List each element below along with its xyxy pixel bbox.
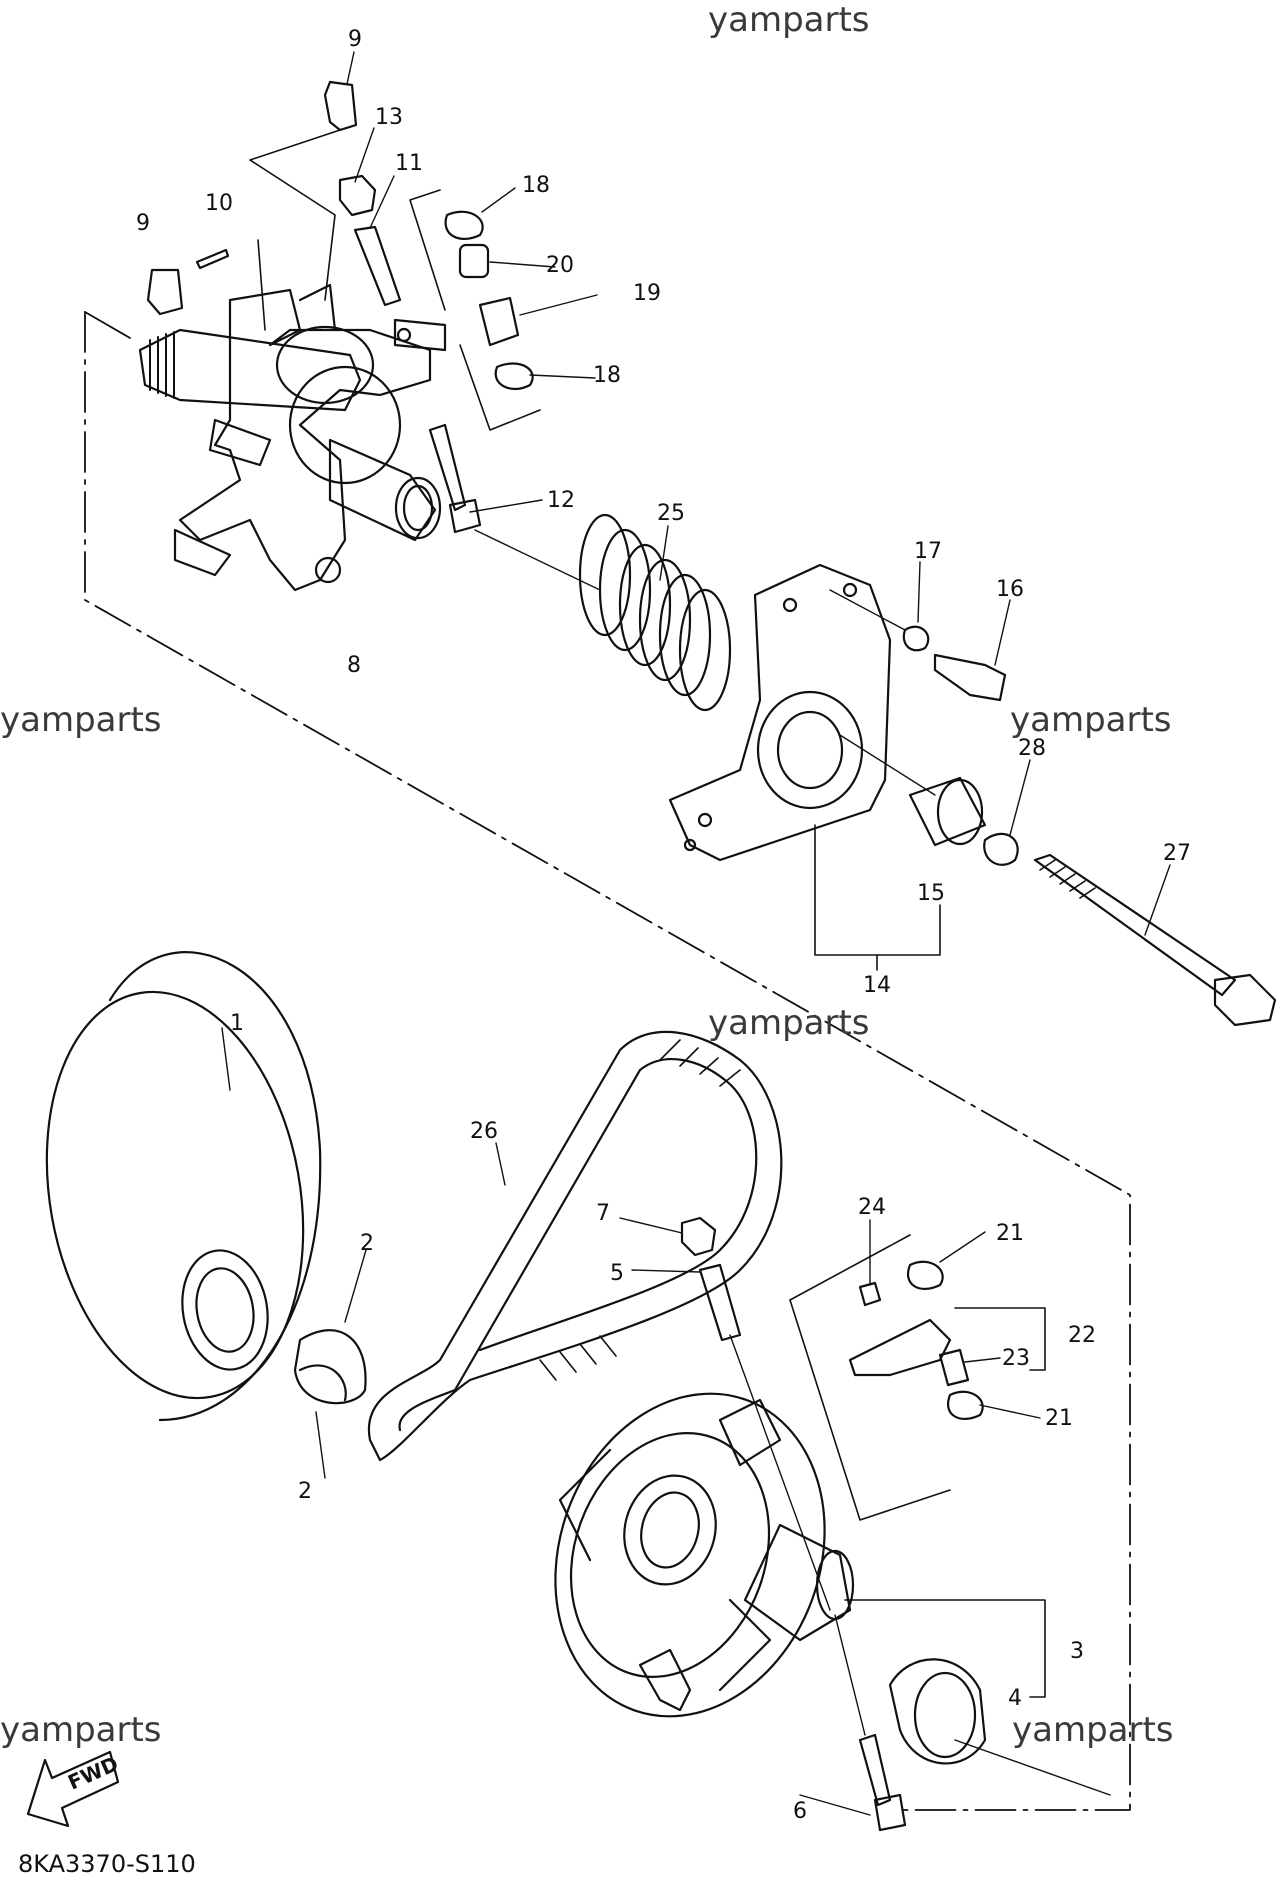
part-label-9: 9	[348, 27, 362, 52]
part-21-washer-bottom	[947, 1390, 984, 1420]
leader-lines	[221, 51, 1171, 1816]
bracket-13-9	[249, 129, 341, 301]
watermark: yamparts	[1010, 700, 1172, 740]
part-label-21: 21	[1045, 1406, 1073, 1431]
part-14-cover	[668, 563, 892, 862]
axis-line-mid	[474, 529, 601, 591]
part-label-10: 10	[205, 191, 233, 216]
fwd-arrow-icon	[26, 1750, 120, 1828]
part-label-12: 12	[547, 488, 575, 513]
part-label-9: 9	[136, 211, 150, 236]
part-label-2: 2	[298, 1479, 312, 1504]
part-label-1: 1	[230, 1011, 244, 1036]
bracket-18-19	[409, 189, 446, 311]
part-13-nut	[338, 174, 377, 217]
bracket-18-lower	[459, 344, 541, 431]
bracket-22	[954, 1307, 1046, 1371]
watermark: yamparts	[0, 1710, 162, 1750]
part-label-7: 7	[596, 1201, 610, 1226]
assembly-outline-top	[84, 311, 131, 339]
part-label-17: 17	[914, 539, 942, 564]
part-5-sleeve	[698, 1263, 742, 1342]
part-label-18: 18	[522, 173, 550, 198]
bracket-10	[257, 239, 266, 331]
part-label-14: 14	[863, 973, 891, 998]
part-label-4: 4	[1008, 1686, 1022, 1711]
part-label-26: 26	[470, 1119, 498, 1144]
part-label-11: 11	[395, 151, 423, 176]
axis-line-bearing	[954, 1739, 1111, 1796]
part-11-sleeve	[353, 225, 402, 307]
part-label-15: 15	[917, 881, 945, 906]
part-label-20: 20	[546, 253, 574, 278]
part-label-13: 13	[375, 105, 403, 130]
part-17-washer	[902, 625, 930, 652]
axis-line-right	[839, 734, 936, 796]
part-label-21: 21	[996, 1221, 1024, 1246]
watermark: yamparts	[0, 700, 162, 740]
part-label-22: 22	[1068, 1323, 1096, 1348]
diagram-code: 8KA3370-S110	[18, 1850, 196, 1878]
assembly-outline	[84, 311, 1131, 1811]
watermark: yamparts	[1012, 1710, 1174, 1750]
part-label-16: 16	[996, 577, 1024, 602]
axis-line-lower	[729, 1334, 831, 1611]
part-numbers: 1 2 2 3 4 5 6 7 8 9 9 10 11 12 13 14 15 …	[136, 27, 1191, 1824]
part-22-shoe	[848, 1318, 952, 1377]
part-label-8: 8	[347, 653, 361, 678]
part-12-bolt	[428, 423, 482, 534]
part-21-washer-top	[907, 1260, 944, 1290]
watermark: yamparts	[708, 0, 870, 40]
part-18-washer-top	[444, 210, 484, 240]
part-label-19: 19	[633, 281, 661, 306]
part-label-5: 5	[610, 1261, 624, 1286]
fwd-label: FWD	[64, 1751, 122, 1794]
bracket-24-21	[789, 1234, 951, 1521]
part-label-6: 6	[793, 1799, 807, 1824]
part-9-slider-top	[323, 80, 358, 132]
part-1-sheave	[45, 951, 322, 1422]
axis-line-6	[834, 1614, 866, 1736]
part-label-3: 3	[1070, 1639, 1084, 1664]
part-4-bearing	[888, 1658, 987, 1765]
part-label-2: 2	[360, 1231, 374, 1256]
spider-hub	[138, 283, 447, 592]
part-label-18: 18	[593, 363, 621, 388]
part-15-bushing	[908, 776, 987, 847]
part-3-moveable-sheave	[554, 1392, 855, 1718]
part-25-spring	[578, 513, 732, 712]
part-27-axle-bolt	[1033, 853, 1277, 1027]
part-24-pin	[858, 1281, 882, 1307]
part-20-collar	[458, 243, 490, 279]
part-2-bushing	[293, 1329, 367, 1405]
part-label-25: 25	[657, 501, 685, 526]
part-label-27: 27	[1163, 841, 1191, 866]
part-26-belt	[367, 1030, 783, 1462]
part-label-24: 24	[858, 1195, 886, 1220]
part-16-bolt	[933, 653, 1007, 702]
bracket-3-4	[844, 1599, 1046, 1698]
part-10-pin	[195, 248, 230, 270]
part-label-28: 28	[1018, 736, 1046, 761]
part-6-bolt	[858, 1733, 907, 1832]
axis-line-17	[829, 589, 906, 631]
part-label-23: 23	[1002, 1346, 1030, 1371]
part-9-slider-left	[146, 268, 184, 316]
part-7-nut	[680, 1216, 717, 1257]
part-23-bushing	[938, 1348, 970, 1387]
part-18-washer-bottom	[494, 362, 534, 390]
watermark: yamparts	[708, 1003, 870, 1043]
part-19-bushing	[478, 296, 520, 347]
part-28-washer	[983, 832, 1019, 866]
